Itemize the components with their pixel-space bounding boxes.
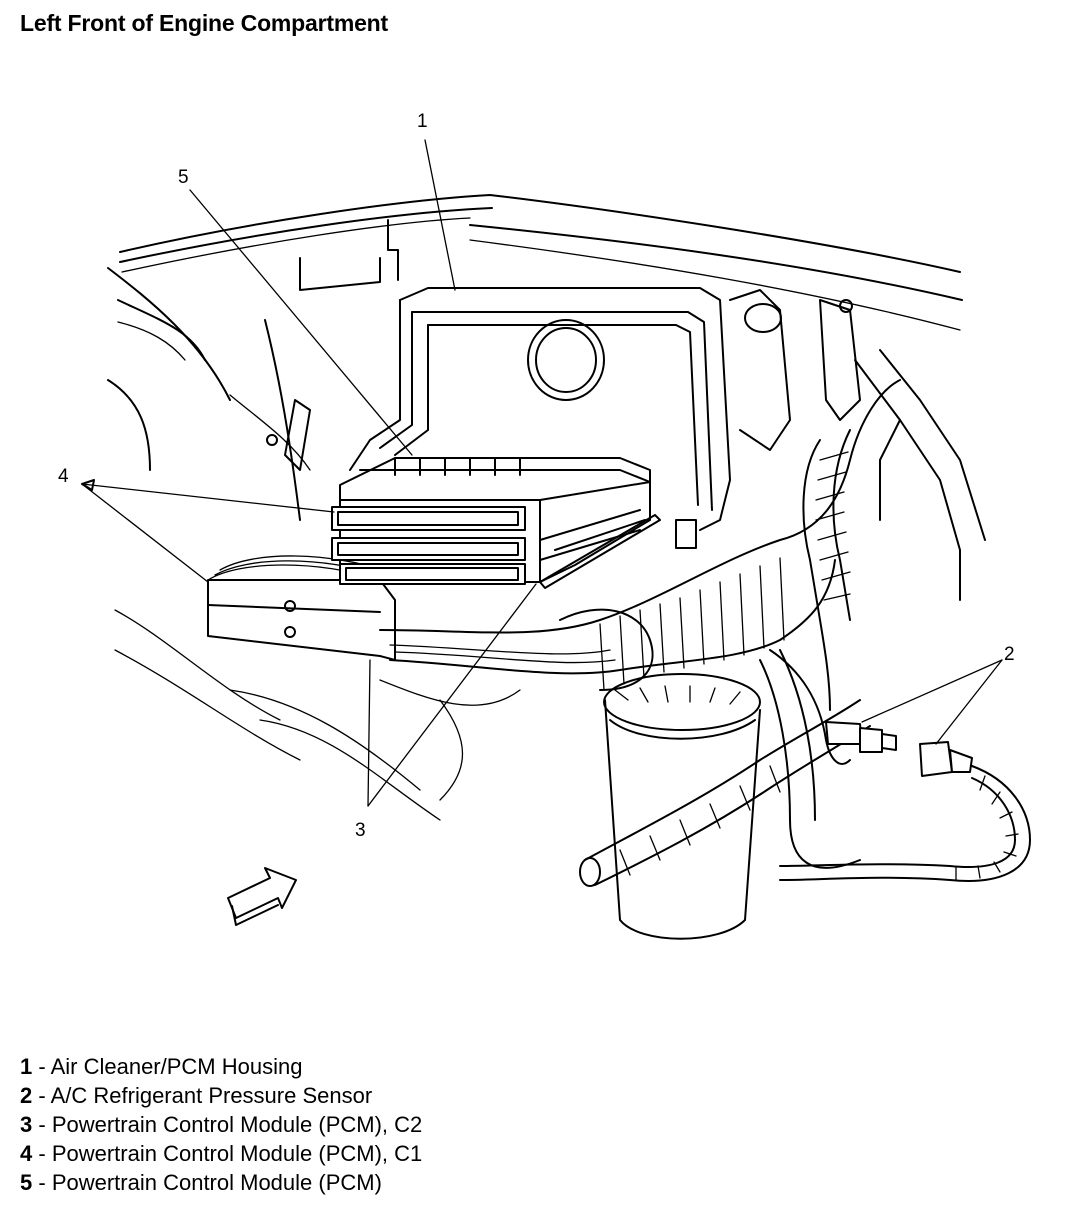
lower-canister	[603, 673, 761, 940]
legend-item: 1 - Air Cleaner/PCM Housing	[20, 1052, 422, 1081]
engine-compartment-illustration: 1 5 4 2 3	[58, 111, 1031, 940]
diagram-title: Left Front of Engine Compartment	[20, 10, 388, 36]
legend-number: 1	[20, 1054, 33, 1079]
callout-3: 3	[355, 820, 366, 841]
legend-separator: -	[32, 1141, 52, 1166]
legend-item: 2 - A/C Refrigerant Pressure Sensor	[20, 1081, 422, 1110]
callout-4: 4	[58, 466, 69, 487]
legend-item: 5 - Powertrain Control Module (PCM)	[20, 1168, 422, 1197]
legend-number: 3	[20, 1112, 33, 1137]
legend-number: 5	[20, 1170, 33, 1195]
legend-separator: -	[32, 1170, 52, 1195]
legend-label: Air Cleaner/PCM Housing	[50, 1054, 303, 1079]
ac-pressure-sensor	[769, 649, 1031, 882]
leader-lines	[81, 139, 1003, 807]
fender-outline	[117, 194, 963, 361]
legend-separator: -	[32, 1054, 51, 1079]
legend-number: 2	[20, 1083, 33, 1108]
callout-1: 1	[417, 111, 428, 132]
callout-2: 2	[1004, 644, 1015, 665]
legend-label: Powertrain Control Module (PCM)	[51, 1170, 382, 1195]
legend-label: Powertrain Control Module (PCM), C1	[51, 1141, 423, 1166]
legend-label: A/C Refrigerant Pressure Sensor	[50, 1083, 373, 1108]
forward-direction-arrow-icon	[227, 867, 297, 926]
legend-separator: -	[32, 1112, 52, 1137]
wiring-harness	[379, 349, 986, 711]
legend-item: 4 - Powertrain Control Module (PCM), C1	[20, 1139, 422, 1168]
parts-legend: 1 - Air Cleaner/PCM Housing 2 - A/C Refr…	[20, 1052, 422, 1197]
inner-fender-lines	[107, 267, 521, 821]
lower-hoses	[579, 649, 871, 887]
callout-5: 5	[178, 167, 189, 188]
legend-separator: -	[32, 1083, 51, 1108]
legend-label: Powertrain Control Module (PCM), C2	[51, 1112, 423, 1137]
legend-number: 4	[20, 1141, 33, 1166]
air-cleaner-pcm-housing	[349, 287, 861, 549]
legend-item: 3 - Powertrain Control Module (PCM), C2	[20, 1110, 422, 1139]
pcm-connector-c2	[331, 537, 526, 585]
